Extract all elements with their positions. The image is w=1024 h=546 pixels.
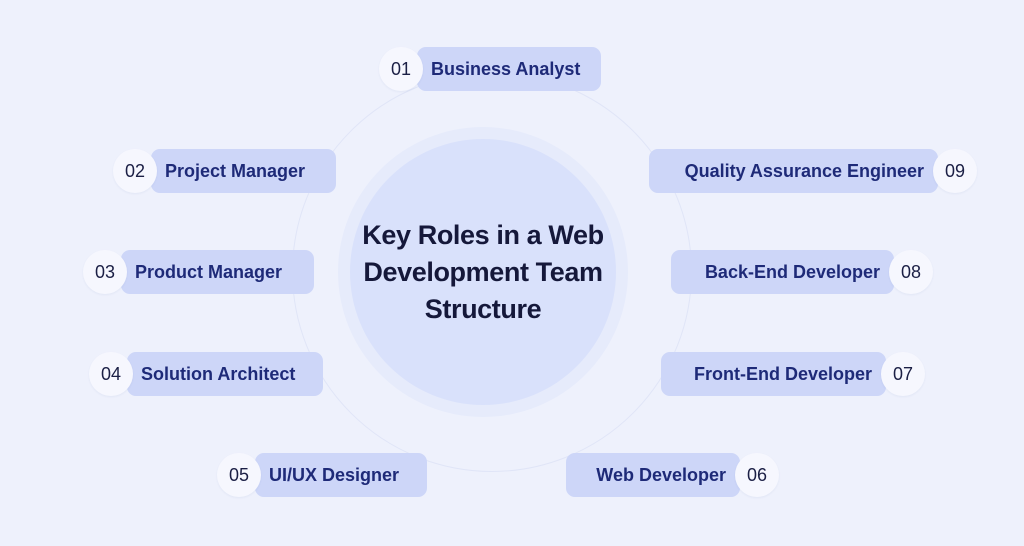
center-circle: Key Roles in a Web Development Team Stru…: [350, 139, 616, 405]
role-number-08: 08: [889, 250, 933, 294]
role-pill-06: Web Developer: [566, 453, 740, 497]
role-number-03: 03: [83, 250, 127, 294]
role-label: Back-End Developer: [704, 261, 880, 282]
role-pill-04: Solution Architect: [127, 352, 323, 396]
role-number-07: 07: [881, 352, 925, 396]
role-label: Quality Assurance Engineer: [684, 160, 924, 181]
role-number-06: 06: [735, 453, 779, 497]
role-number-09: 09: [933, 149, 977, 193]
role-label: Solution Architect: [141, 363, 296, 384]
role-label: Project Manager: [165, 160, 306, 181]
role-label: Business Analyst: [431, 58, 581, 79]
role-pill-05: UI/UX Designer: [255, 453, 427, 497]
role-number-04: 04: [89, 352, 133, 396]
role-pill-01: Business Analyst: [417, 47, 601, 91]
role-pill-07: Front-End Developer: [661, 352, 886, 396]
role-label: Product Manager: [135, 261, 283, 282]
role-number-05: 05: [217, 453, 261, 497]
role-label: Web Developer: [596, 464, 726, 485]
role-label: Front-End Developer: [693, 363, 872, 384]
role-number-02: 02: [113, 149, 157, 193]
role-label: UI/UX Designer: [269, 464, 400, 485]
role-pill-03: Product Manager: [121, 250, 314, 294]
diagram-title: Key Roles in a Web Development Team Stru…: [362, 219, 604, 324]
role-pill-02: Project Manager: [151, 149, 336, 193]
role-number-01: 01: [379, 47, 423, 91]
role-pill-08: Back-End Developer: [671, 250, 894, 294]
role-pill-09: Quality Assurance Engineer: [649, 149, 938, 193]
